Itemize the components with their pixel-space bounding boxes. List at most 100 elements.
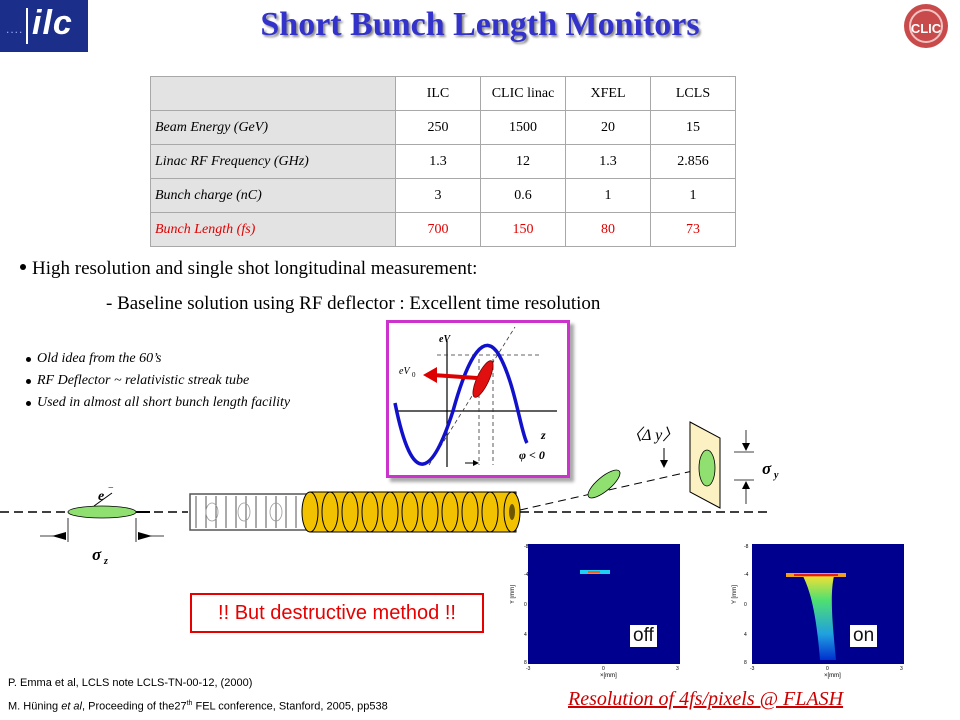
rf-deflector-diagram: eV eV 0 z φ < 0 xyxy=(386,320,570,478)
column-header: ILC xyxy=(395,76,481,111)
logo-bar xyxy=(26,8,28,44)
row-label: Bunch Length (fs) xyxy=(150,212,396,247)
bullet-dot xyxy=(20,264,26,270)
row-label: Linac RF Frequency (GHz) xyxy=(150,144,396,179)
ref2-venue: , Proceeding of the27 xyxy=(82,700,187,713)
table-cell: 1500 xyxy=(480,110,566,145)
x-axis-label: ×[mm] xyxy=(824,673,841,679)
page-title: Short Bunch Length Monitors xyxy=(260,6,700,43)
column-header: LCLS xyxy=(650,76,736,111)
bullet-dot xyxy=(26,378,31,384)
list-item: RF Deflector ~ relativistic streak tube xyxy=(26,370,290,392)
reference-2: M. Hüning et al, Proceeding of the27th F… xyxy=(8,700,388,713)
main-bullet-text: High resolution and single shot longitud… xyxy=(32,258,478,279)
tilted-bunch xyxy=(587,469,621,499)
ref2-details: FEL conference, Stanford, 2005, pp538 xyxy=(192,700,388,713)
y-axis-label: Y [mm] xyxy=(510,585,516,604)
table-cell: 15 xyxy=(650,110,736,145)
screen-image-on: Y [mm] -8 -4 0 4 8 -3 0 3 ×[mm] xyxy=(732,544,904,679)
sigma-y-label: σ xyxy=(762,459,772,478)
y-tick: -4 xyxy=(744,572,749,578)
sigma-y-subscript: y xyxy=(773,470,779,481)
sigma-z-subscript: z xyxy=(103,556,108,567)
logo-dots: .... xyxy=(6,22,24,36)
table-cell: 250 xyxy=(395,110,481,145)
y-tick: 4 xyxy=(524,632,527,638)
beamline-diagram: e − σ z xyxy=(0,421,779,567)
resolution-note: Resolution of 4fs/pixels @ FLASH xyxy=(568,688,844,710)
table-cell: 700 xyxy=(395,212,481,247)
y-tick: -4 xyxy=(524,572,529,578)
screen-off-label: off xyxy=(630,625,657,647)
reference-1: P. Emma et al, LCLS note LCLS-TN-00-12, … xyxy=(8,677,253,689)
row-label: Beam Energy (GeV) xyxy=(150,110,396,145)
ev0-subscript: 0 xyxy=(412,371,416,379)
z-label: z xyxy=(540,428,546,442)
table-header-row: ILC CLIC linac XFEL LCLS xyxy=(150,76,736,111)
x-tick: 3 xyxy=(900,666,903,672)
y-tick: -8 xyxy=(744,544,749,550)
table-cell: 1.3 xyxy=(565,144,651,179)
left-arrow-icon xyxy=(423,367,437,383)
clic-logo: CLIC xyxy=(904,4,948,48)
rf-sine-wave xyxy=(393,343,529,466)
table-row: Beam Energy (GeV) 250 1500 20 15 xyxy=(150,110,736,145)
list-item-text: Old idea from the 60’s xyxy=(37,351,162,366)
column-header: CLIC linac xyxy=(480,76,566,111)
table-cell: 12 xyxy=(480,144,566,179)
list-item-text: RF Deflector ~ relativistic streak tube xyxy=(37,373,250,388)
table-row-highlight: Bunch Length (fs) 700 150 80 73 xyxy=(150,212,736,247)
list-item-text: Used in almost all short bunch length fa… xyxy=(37,395,291,410)
electron-charge: − xyxy=(108,483,114,494)
warning-box xyxy=(190,593,484,633)
y-tick: 8 xyxy=(524,660,527,666)
warning-text: !! But destructive method !! xyxy=(218,602,456,624)
table-cell: 2.856 xyxy=(650,144,736,179)
table-cell: 3 xyxy=(395,178,481,213)
table-cell: 0.6 xyxy=(480,178,566,213)
screen-image-off: Y [mm] -8 -4 0 4 8 -3 0 3 ×[mm] xyxy=(510,544,680,679)
ref2-etal: et al xyxy=(61,700,82,713)
bunch-on-crest xyxy=(472,360,494,398)
table-cell: 1 xyxy=(565,178,651,213)
electron-bunch xyxy=(67,505,137,519)
table-row: Linac RF Frequency (GHz) 1.3 12 1.3 2.85… xyxy=(150,144,736,179)
ilc-logo: .... ilc xyxy=(0,0,88,52)
rf-deflector xyxy=(301,491,521,533)
parameter-table: ILC CLIC linac XFEL LCLS Beam Energy (Ge… xyxy=(150,76,736,247)
table-row: Bunch charge (nC) 3 0.6 1 1 xyxy=(150,178,736,213)
table-cell: 1 xyxy=(650,178,736,213)
list-item: Old idea from the 60’s xyxy=(26,348,290,370)
table-cell: 150 xyxy=(480,212,566,247)
main-bullet: High resolution and single shot longitud… xyxy=(20,258,477,280)
delta-y-label: 〈Δ y〉 xyxy=(626,426,678,444)
clic-logo-text: CLIC xyxy=(911,21,942,36)
x-tick: 0 xyxy=(602,666,605,672)
x-tick: -3 xyxy=(750,666,755,672)
table-cell: 1.3 xyxy=(395,144,481,179)
row-label: Bunch charge (nC) xyxy=(150,178,396,213)
y-axis-label: Y [mm] xyxy=(732,585,738,604)
logo-text: ilc xyxy=(32,4,73,42)
y-tick: 8 xyxy=(744,660,747,666)
electron-label: e xyxy=(98,489,104,504)
sigma-z-label: σ xyxy=(92,545,102,564)
bullet-dot xyxy=(26,400,31,406)
table-cell: 20 xyxy=(565,110,651,145)
sub-bullet-text: - Baseline solution using RF deflector :… xyxy=(106,293,601,314)
streaked-beam xyxy=(802,574,836,660)
x-tick: -3 xyxy=(526,666,531,672)
ev0-label: eV xyxy=(399,366,411,377)
y-tick: 0 xyxy=(744,602,747,608)
ev-label: eV xyxy=(439,334,451,345)
x-axis-label: ×[mm] xyxy=(600,673,617,679)
small-bullet-list: Old idea from the 60’s RF Deflector ~ re… xyxy=(26,348,290,414)
y-tick: 0 xyxy=(524,602,527,608)
accelerating-cavity xyxy=(189,493,311,531)
phase-label: φ < 0 xyxy=(519,448,545,462)
table-corner-cell xyxy=(150,76,396,111)
column-header: XFEL xyxy=(565,76,651,111)
ref2-superscript: th xyxy=(186,700,193,707)
screen-on-label: on xyxy=(850,625,878,647)
ref2-author: M. Hüning xyxy=(8,700,62,713)
